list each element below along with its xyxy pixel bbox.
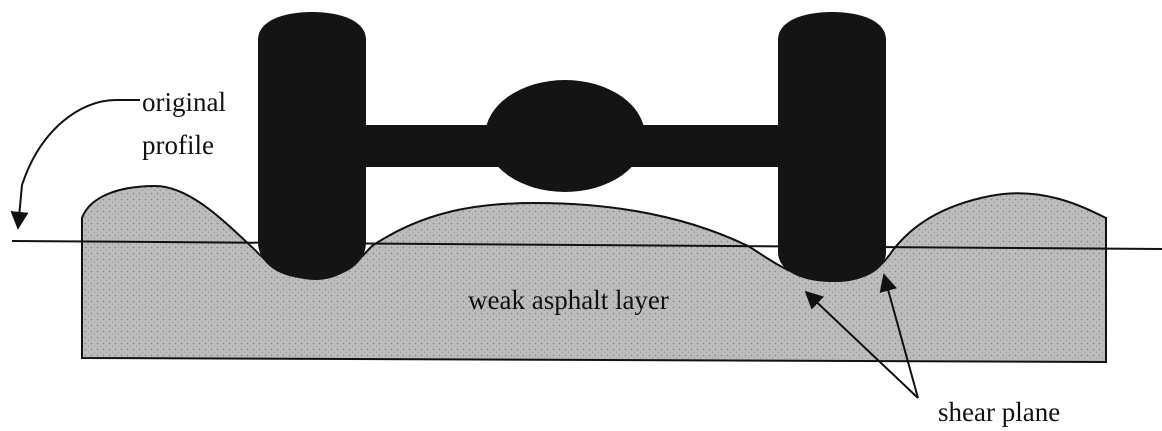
differential-housing	[485, 80, 645, 192]
shear-plane-label: shear plane	[938, 396, 1060, 428]
right-tyre	[778, 12, 886, 282]
original-profile-label-line2: profile	[142, 129, 214, 161]
weak-asphalt-layer-body	[82, 186, 1106, 362]
original-profile-label-line1: original	[142, 86, 226, 118]
weak-asphalt-layer-label: weak asphalt layer	[468, 284, 669, 316]
left-tyre	[258, 12, 366, 279]
